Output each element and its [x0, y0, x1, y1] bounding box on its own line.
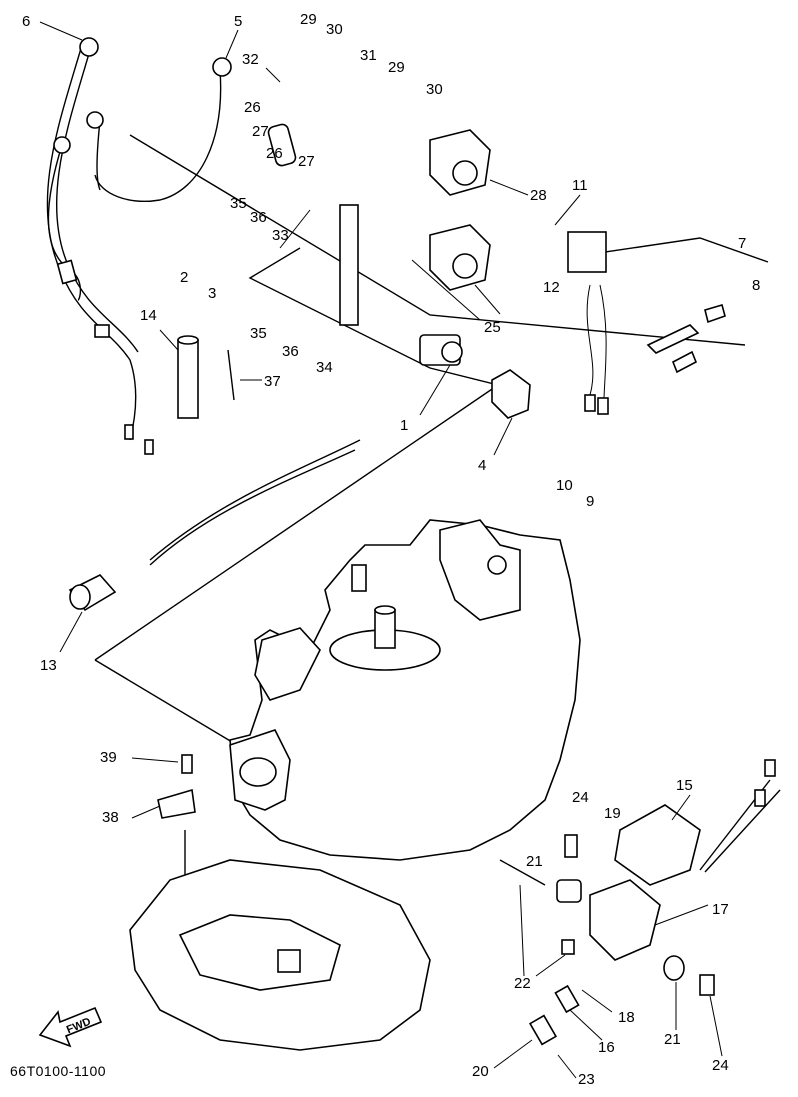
- callout-3: 3: [208, 285, 216, 302]
- callout-29: 29: [300, 11, 317, 28]
- callout-24b: 24: [712, 1057, 729, 1074]
- callout-13: 13: [40, 657, 57, 674]
- callout-30b: 30: [426, 81, 443, 98]
- fwd-arrow-icon: FWD: [38, 1006, 103, 1048]
- callout-7: 7: [738, 235, 746, 252]
- callout-6: 6: [22, 13, 30, 30]
- callout-21b: 21: [664, 1031, 681, 1048]
- callout-26: 26: [244, 99, 261, 116]
- callout-10: 10: [556, 477, 573, 494]
- callout-labels: 6 5 29 30 32 31 29 30 26 27 26 27 35 36 …: [22, 11, 760, 1088]
- callout-19: 19: [604, 805, 621, 822]
- diagram-code: 66T0100-1100: [10, 1063, 107, 1079]
- components: [53, 37, 781, 1046]
- callout-1: 1: [400, 417, 408, 434]
- callout-5: 5: [234, 13, 242, 30]
- callout-18: 18: [618, 1009, 635, 1026]
- callout-16: 16: [598, 1039, 615, 1056]
- callout-leaders: [39, 21, 723, 1079]
- callout-35: 35: [230, 195, 247, 212]
- callout-4: 4: [478, 457, 486, 474]
- callout-17: 17: [712, 901, 729, 918]
- callout-30: 30: [326, 21, 343, 38]
- callout-39: 39: [100, 749, 117, 766]
- callout-35b: 35: [250, 325, 267, 342]
- callout-20: 20: [472, 1063, 489, 1080]
- callout-9: 9: [586, 493, 594, 510]
- callout-8: 8: [752, 277, 760, 294]
- callout-2: 2: [180, 269, 188, 286]
- callout-24: 24: [572, 789, 589, 806]
- callout-36: 36: [250, 209, 267, 226]
- callout-31: 31: [360, 47, 377, 64]
- callout-29b: 29: [388, 59, 405, 76]
- callout-38: 38: [102, 809, 119, 826]
- callout-33: 33: [272, 227, 289, 244]
- callout-12: 12: [543, 279, 560, 296]
- callout-36b: 36: [282, 343, 299, 360]
- callout-26b: 26: [266, 145, 283, 162]
- callout-11: 11: [572, 177, 588, 194]
- callout-27b: 27: [298, 153, 315, 170]
- callout-34: 34: [316, 359, 333, 376]
- callout-14: 14: [140, 307, 157, 324]
- callout-28: 28: [530, 187, 547, 204]
- callout-25: 25: [484, 319, 501, 336]
- callout-27: 27: [252, 123, 269, 140]
- callout-32: 32: [242, 51, 259, 68]
- callout-21: 21: [526, 853, 543, 870]
- callout-22: 22: [514, 975, 531, 992]
- engine-block: [129, 519, 581, 1051]
- callout-15: 15: [676, 777, 693, 794]
- callout-37: 37: [264, 373, 281, 390]
- callout-23: 23: [578, 1071, 595, 1088]
